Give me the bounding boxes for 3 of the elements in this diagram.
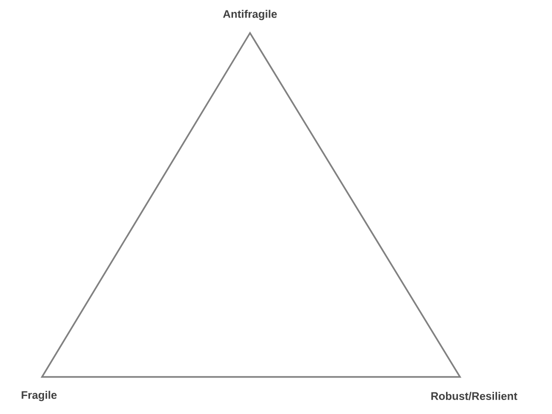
vertex-label: Robust/Resilient [431, 392, 518, 400]
vertex-label: Antifragile [223, 10, 277, 20]
vertex-label: Fragile [22, 390, 57, 402]
